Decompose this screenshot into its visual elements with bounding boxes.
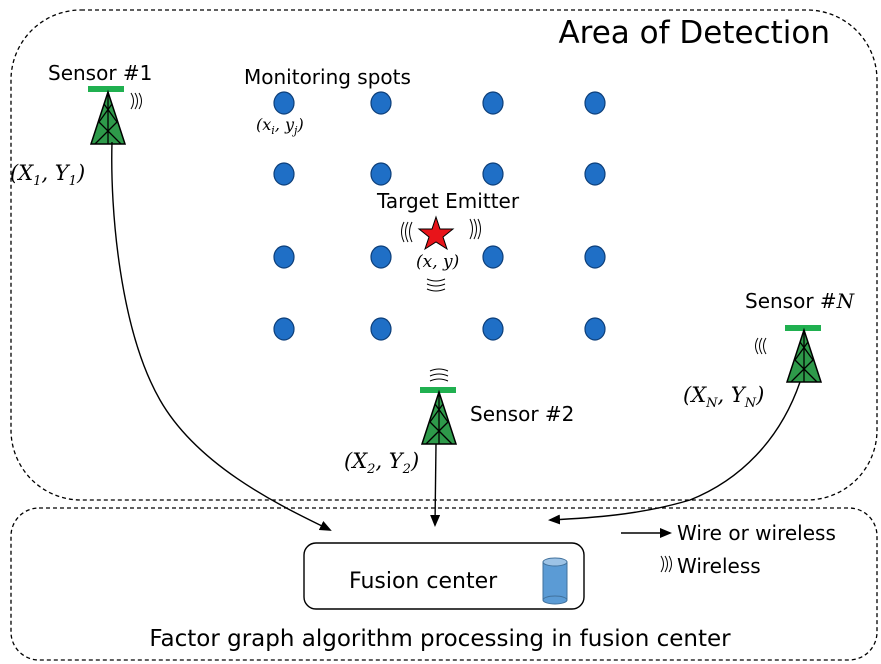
tower-icon bbox=[786, 329, 822, 383]
monitoring-spot bbox=[584, 91, 606, 115]
arrow-sensor-1 bbox=[111, 141, 332, 531]
star-icon bbox=[417, 215, 455, 251]
monitoring-spot bbox=[370, 91, 392, 115]
monitoring-spot bbox=[482, 245, 504, 269]
tower-icon bbox=[90, 91, 126, 145]
detection-area-border bbox=[10, 9, 878, 501]
fusion-center-box bbox=[303, 542, 585, 610]
sensor-2-label: Sensor #2 bbox=[470, 402, 574, 426]
monitoring-spot bbox=[370, 317, 392, 341]
antenna-bar bbox=[785, 325, 821, 331]
wireless-wave-icon bbox=[130, 92, 142, 110]
sensor-2: Sensor #2 (X2, Y2) bbox=[344, 368, 574, 477]
monitoring-spot bbox=[273, 245, 295, 269]
monitoring-spot bbox=[370, 162, 392, 186]
sensor-n: Sensor #N (XN, YN) bbox=[683, 289, 856, 411]
monitoring-spot bbox=[273, 91, 295, 115]
tower-icon bbox=[421, 391, 457, 445]
monitoring-spots-grid bbox=[273, 91, 606, 341]
target-emitter-coord: (x, y) bbox=[416, 252, 459, 272]
arrow-sensor-n bbox=[548, 381, 801, 525]
sensor-2-coord: (X2, Y2) bbox=[344, 449, 419, 477]
sensor-n-label: Sensor #N bbox=[745, 289, 856, 313]
sensor-1: Sensor #1 (X1, Y1) bbox=[10, 61, 152, 189]
fusion-center-label: Fusion center bbox=[349, 569, 498, 594]
area-title: Area of Detection bbox=[558, 15, 830, 51]
target-emitter-label: Target Emitter bbox=[376, 189, 520, 213]
monitoring-spot bbox=[273, 317, 295, 341]
monitoring-spots-label: Monitoring spots bbox=[244, 65, 411, 89]
legend-wire-label: Wire or wireless bbox=[677, 521, 836, 545]
database-icon bbox=[542, 557, 568, 605]
monitoring-spot bbox=[584, 162, 606, 186]
legend-wireless-label: Wireless bbox=[677, 554, 761, 578]
antenna-bar bbox=[420, 387, 456, 393]
monitoring-spot bbox=[273, 162, 295, 186]
wireless-wave-icon bbox=[429, 368, 449, 382]
sensor-1-label: Sensor #1 bbox=[48, 61, 152, 85]
wireless-wave-icon bbox=[401, 218, 481, 292]
monitoring-spot bbox=[584, 317, 606, 341]
connection-arrows bbox=[111, 141, 801, 531]
monitoring-spot bbox=[584, 245, 606, 269]
monitoring-spot bbox=[370, 245, 392, 269]
monitoring-spot bbox=[482, 162, 504, 186]
sensor-n-coord: (XN, YN) bbox=[683, 383, 764, 411]
wireless-wave-icon bbox=[755, 337, 767, 355]
monitoring-spot bbox=[482, 317, 504, 341]
sensor-1-coord: (X1, Y1) bbox=[10, 161, 85, 189]
legend: Wire or wireless Wireless bbox=[621, 521, 836, 578]
monitoring-spot-coord: (xi, yj) bbox=[256, 115, 304, 137]
antenna-bar bbox=[88, 86, 124, 92]
monitoring-spot bbox=[482, 91, 504, 115]
arrow-sensor-2 bbox=[430, 443, 441, 527]
footer-caption: Factor graph algorithm processing in fus… bbox=[149, 626, 731, 652]
wireless-wave-icon bbox=[660, 555, 672, 573]
